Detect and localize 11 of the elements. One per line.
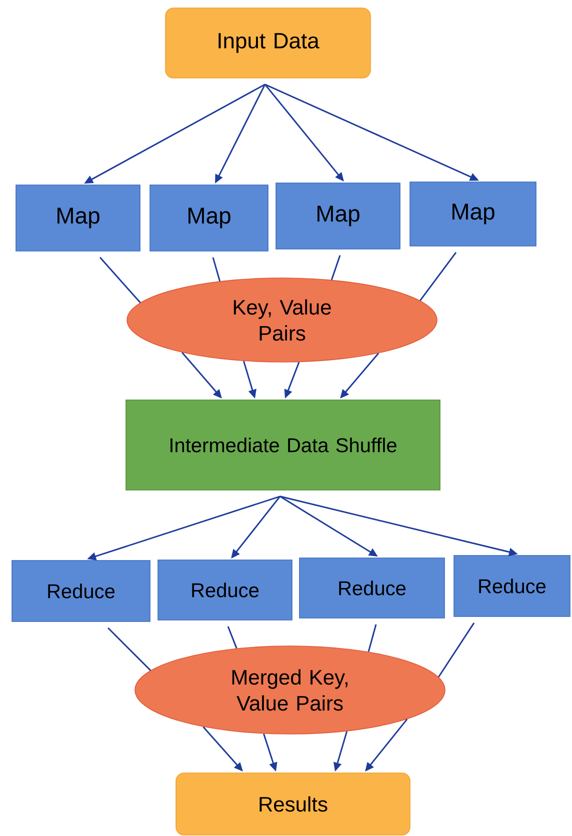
process-box: Reduce (158, 560, 292, 620)
process-box: Map (150, 184, 268, 252)
terminal-box: Input Data (165, 8, 371, 78)
process-box: Map (410, 182, 536, 246)
process-box: Reduce (299, 558, 445, 618)
process-box: Intermediate Data Shuffle (126, 400, 440, 490)
process-box: Map (16, 184, 140, 252)
terminal-box: Results (176, 772, 410, 836)
process-box: Reduce (454, 555, 570, 617)
process-box: Reduce (12, 560, 150, 622)
process-box: Map (276, 182, 400, 250)
